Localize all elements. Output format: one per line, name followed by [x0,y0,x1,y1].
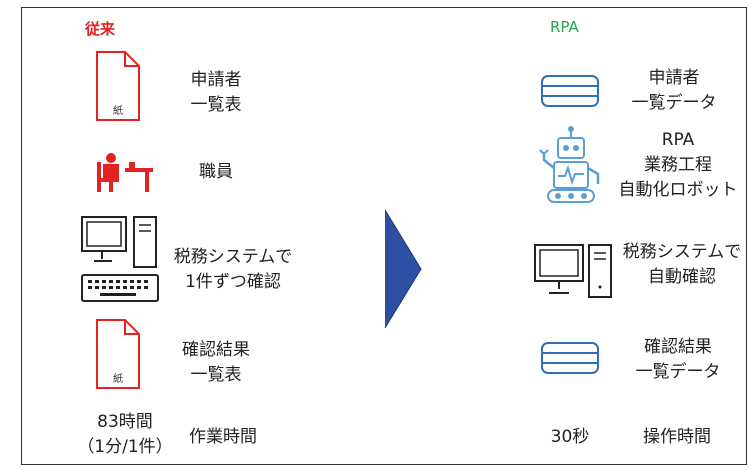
label-line: 税務システムで [173,247,293,267]
right-item-1-label: 申請者 一覧データ [628,66,720,116]
database-icon [541,75,599,107]
label-line: 一覧データ [635,362,721,382]
database-icon [541,342,599,374]
paper-document-icon: 紙 [96,51,140,121]
label-line: 自動化ロボット [618,180,738,200]
label-line: 申請者 [648,68,700,88]
label-line: 一覧表 [190,95,242,115]
right-time-label: 操作時間 [643,427,711,447]
header-conventional: 従来 [85,20,116,38]
paper-label: 紙 [113,372,123,385]
left-item-1-label: 申請者 一覧表 [186,68,246,118]
label-line: RPA [661,130,695,150]
label-line: 一覧表 [190,365,242,385]
label-line: 確認結果 [182,340,250,360]
robot-icon [539,126,600,203]
label-line: 申請者 [190,70,242,90]
label-line: 職員 [199,162,233,182]
left-item-4-label: 確認結果 一覧表 [180,338,252,388]
right-item-3-label: 税務システムで 自動確認 [618,240,746,290]
desktop-computer-keyboard-icon [81,216,159,302]
time-value-line: 83時間 [97,412,153,432]
left-time-value: 83時間 （1分/1件） [70,410,180,460]
left-item-2-label: 職員 [186,160,246,185]
time-value-line: （1分/1件） [77,437,173,457]
label-line: 税務システムで [622,242,742,262]
left-time-label: 作業時間 [189,427,257,447]
worker-at-desk-icon [97,153,153,192]
label-line: 1件ずつ確認 [185,272,281,292]
label-line: 業務工程 [644,155,712,175]
right-arrow-icon [384,209,422,329]
label-line: 一覧データ [631,93,717,113]
paper-document-icon: 紙 [96,319,140,389]
label-line: 確認結果 [644,337,712,357]
right-item-4-label: 確認結果 一覧データ [628,335,728,385]
right-item-2-label: RPA 業務工程 自動化ロボット [618,128,738,203]
paper-label: 紙 [113,104,123,117]
header-rpa: RPA [550,18,579,36]
left-item-3-label: 税務システムで 1件ずつ確認 [170,245,296,295]
desktop-computer-icon [534,244,612,298]
label-line: 自動確認 [648,267,716,287]
right-time-value: 30秒 [550,427,590,447]
diagram-frame [21,7,747,465]
